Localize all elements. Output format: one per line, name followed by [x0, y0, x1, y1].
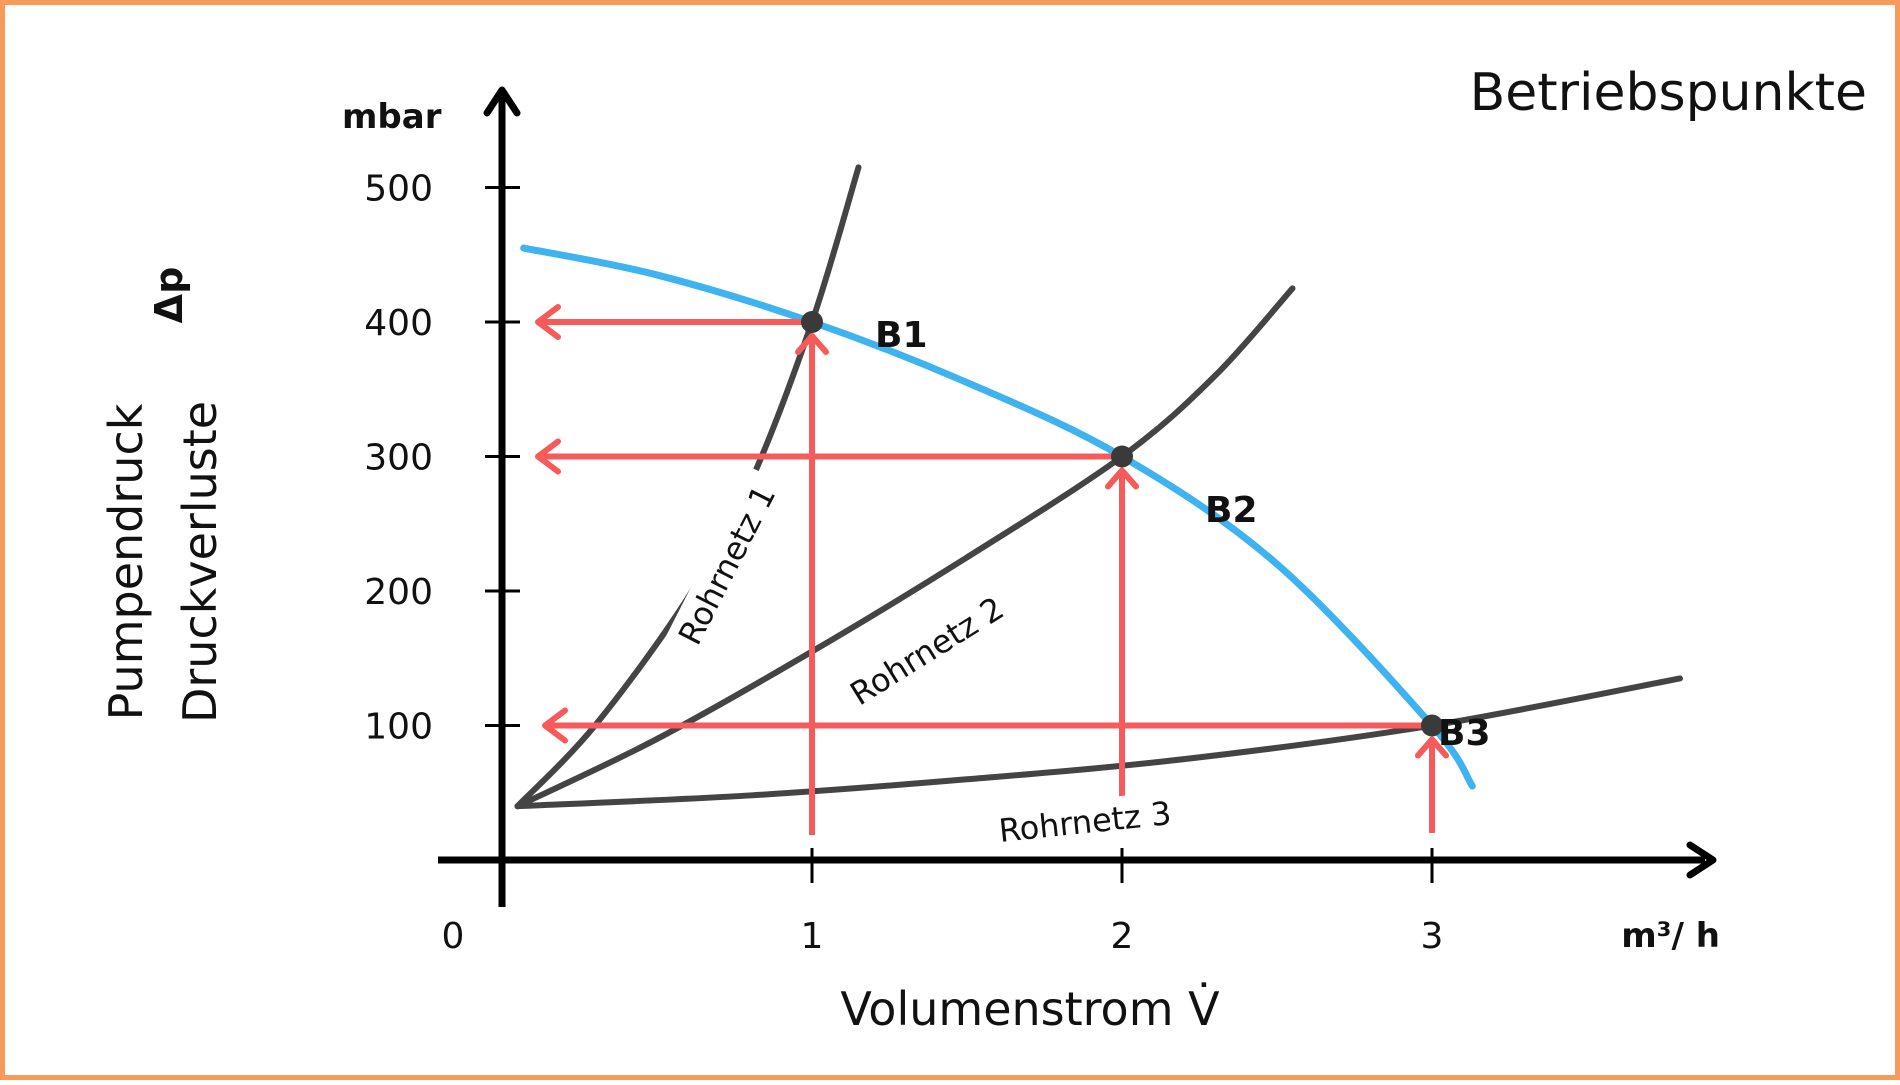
- operating-point-label-b3: B3: [1438, 713, 1491, 754]
- y-axis-title-line1: Pumpendruck: [99, 403, 153, 720]
- curve-label-group-3: Rohrnetz 3: [985, 789, 1185, 851]
- y-axis-title-line2: Druckverluste: [173, 401, 227, 723]
- curve-label-rohrnetz-2: Rohrnetz 2: [844, 589, 1011, 713]
- curve-label-bg-1: [662, 467, 788, 661]
- x-axis-arrowhead: [1686, 841, 1717, 879]
- x-tick-label-3: 3: [1421, 916, 1444, 957]
- chart-title: Betriebspunkte: [1470, 63, 1867, 123]
- operating-point-b2: [1111, 445, 1133, 468]
- arrowhead-horizontal-b2: [535, 438, 561, 475]
- curve-rohrnetz-2: [514, 285, 1296, 810]
- curve-label-group-1: Rohrnetz 1: [662, 467, 788, 661]
- operating-point-label-b1: B1: [875, 315, 928, 356]
- y-tick-label-400: 400: [364, 303, 433, 344]
- operating-point-label-b2: B2: [1205, 490, 1258, 531]
- x-unit-label: m³/ h: [1621, 916, 1720, 956]
- x-axis-title: Volumenstrom V̇: [840, 982, 1220, 1036]
- y-tick-label-100: 100: [364, 707, 433, 748]
- x-tick-label-2: 2: [1111, 916, 1134, 957]
- y-tick-label-300: 300: [364, 438, 433, 479]
- origin-label: 0: [442, 916, 465, 957]
- y-tick-label-200: 200: [364, 572, 433, 613]
- arrowhead-horizontal-b1: [535, 304, 561, 340]
- curve-rohrnetz-1: [514, 164, 862, 810]
- curve-label-group-2: Rohrnetz 2: [832, 580, 1020, 719]
- arrowhead-vertical-b3: [1415, 736, 1449, 759]
- y-tick-label-500: 500: [364, 169, 433, 210]
- y-unit-label: mbar: [342, 97, 442, 137]
- curve-rohrnetz-3: [514, 675, 1683, 810]
- y-axis-symbol: Δp: [147, 267, 191, 324]
- curve-label-bg-3: [985, 789, 1185, 851]
- y-axis-arrowhead: [483, 86, 521, 117]
- arrowhead-vertical-b2: [1105, 467, 1139, 490]
- curve-pumpenkennlinie: [520, 244, 1476, 790]
- arrowhead-horizontal-b3: [542, 707, 568, 744]
- arrowhead-vertical-b1: [795, 333, 829, 355]
- curve-label-rohrnetz-3: Rohrnetz 3: [997, 794, 1173, 850]
- operating-point-b3: [1421, 714, 1443, 737]
- x-tick-label-1: 1: [801, 916, 824, 957]
- operating-point-b1: [801, 311, 823, 333]
- curve-label-rohrnetz-1: Rohrnetz 1: [671, 479, 783, 650]
- curve-label-bg-2: [832, 580, 1020, 719]
